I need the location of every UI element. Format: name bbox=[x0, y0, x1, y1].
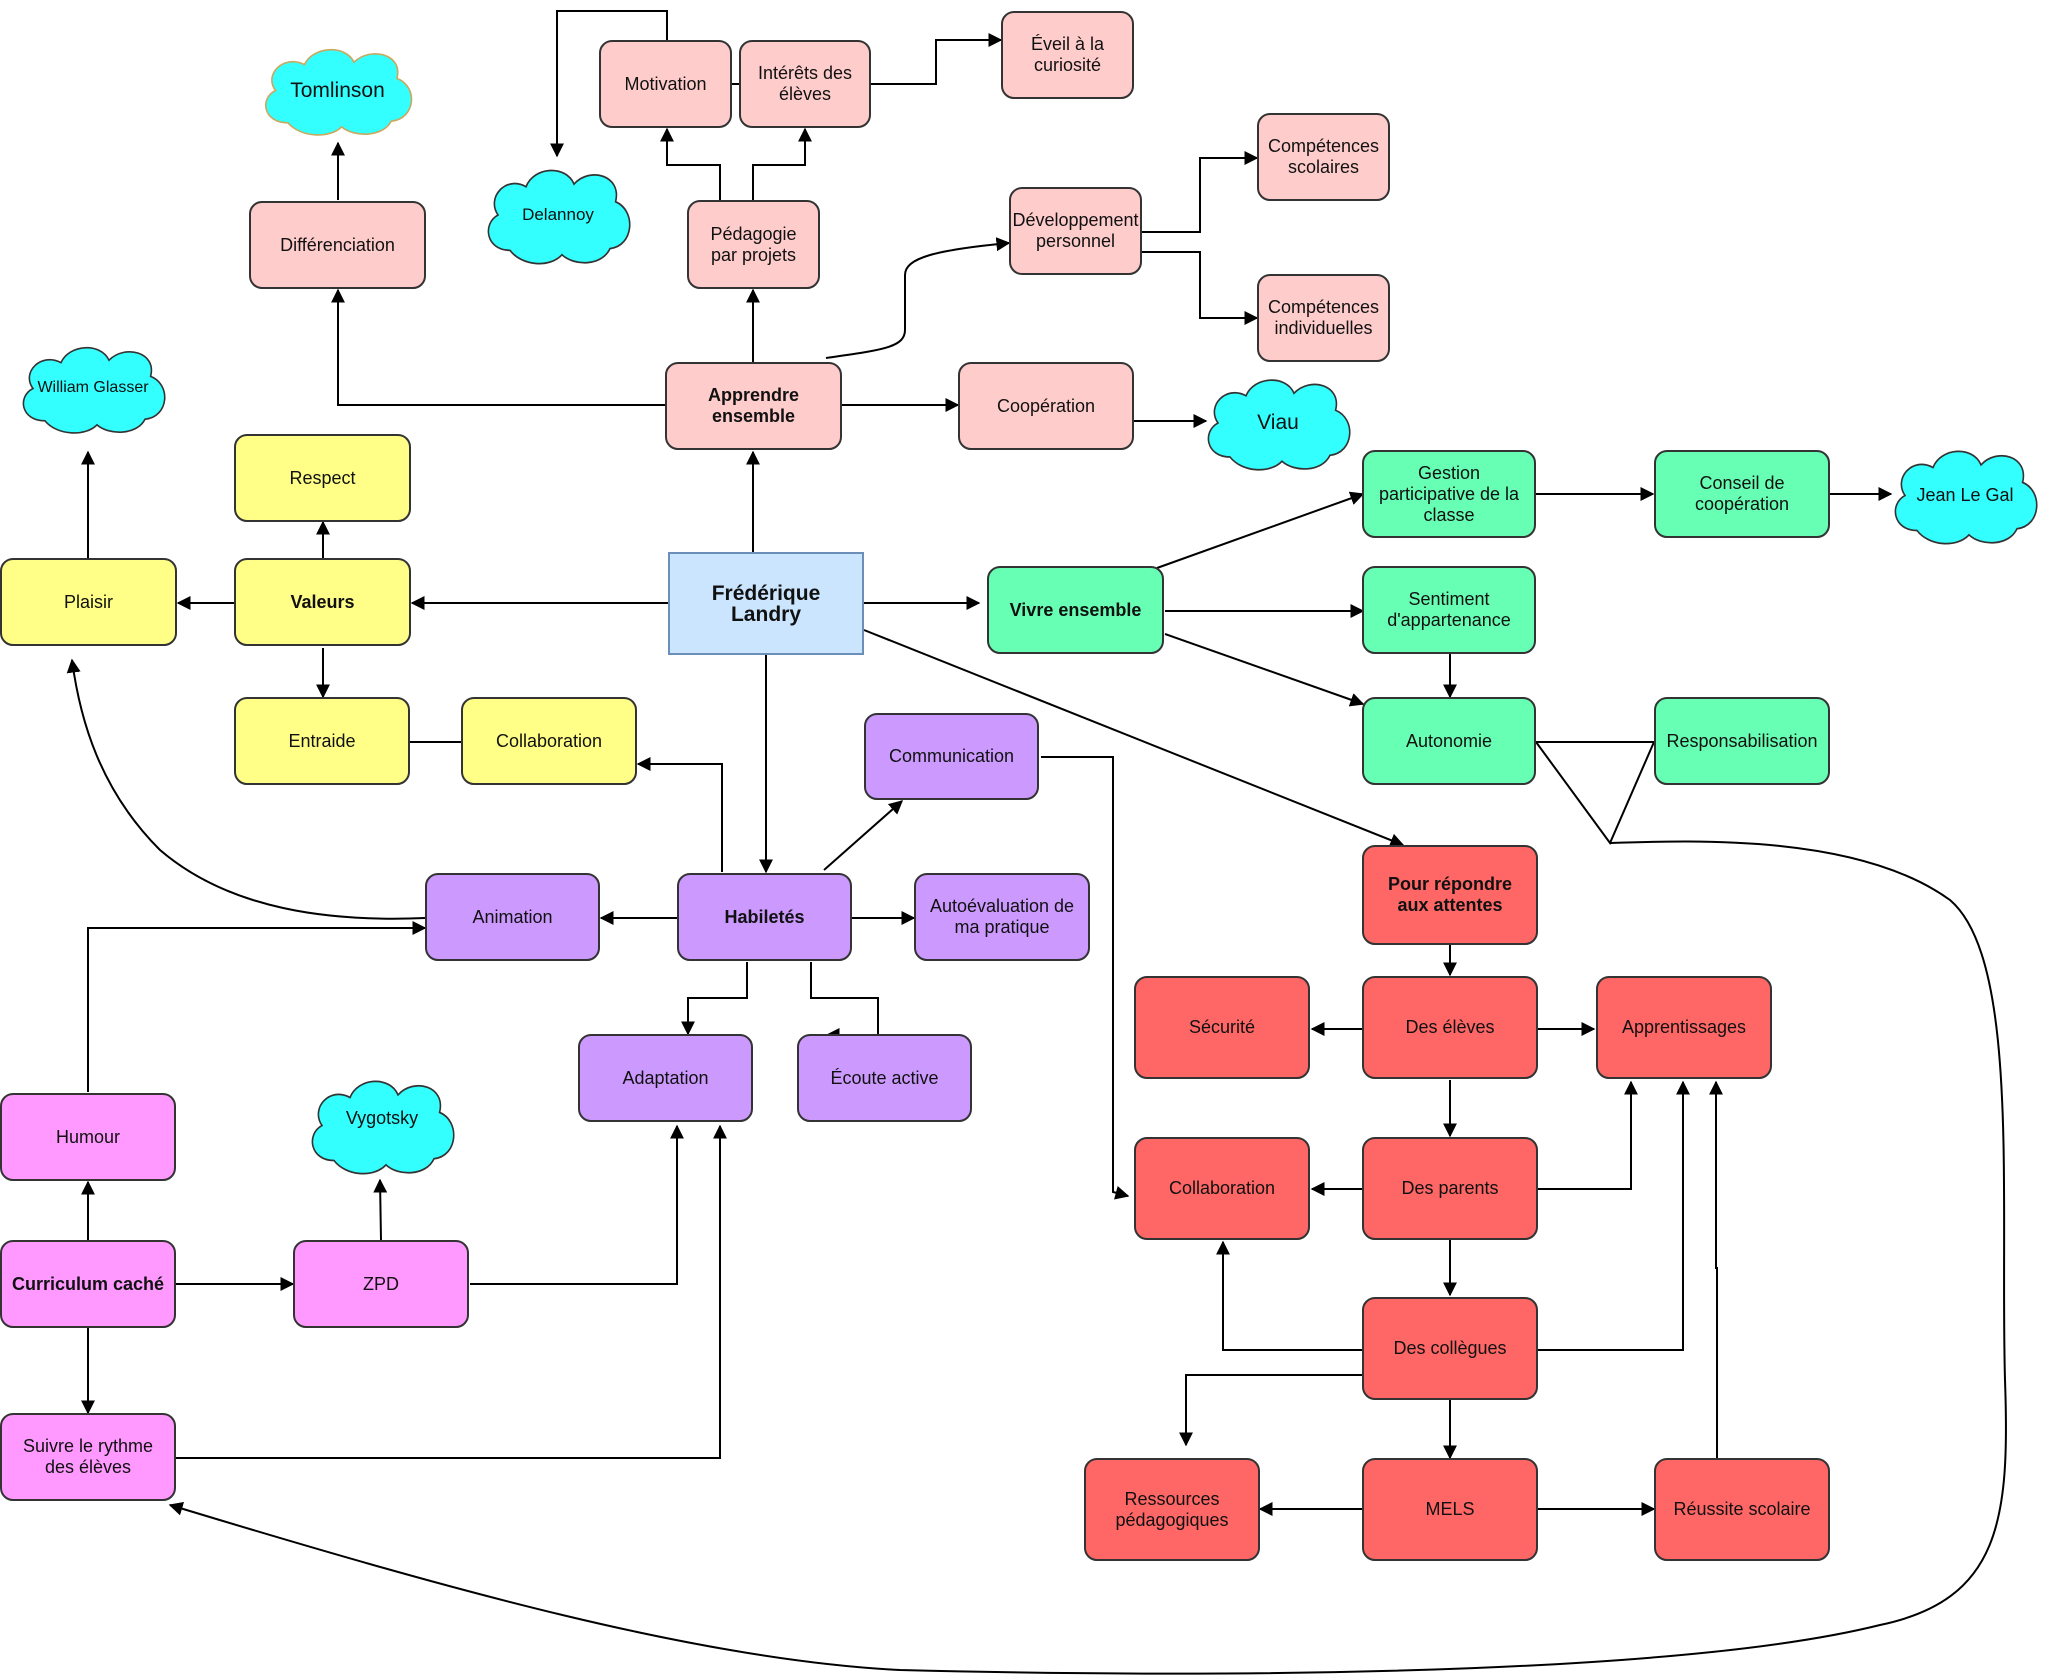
node-autonomie[interactable]: Autonomie bbox=[1362, 697, 1536, 785]
cloud-vygotsky: Vygotsky bbox=[302, 1073, 462, 1178]
node-securite[interactable]: Sécurité bbox=[1134, 976, 1310, 1079]
cloud-icon bbox=[487, 169, 631, 265]
node-suivre-rythme[interactable]: Suivre le rythme des élèves bbox=[0, 1413, 176, 1501]
edge-interets-eveil bbox=[871, 33, 1003, 85]
edge-apprendre-developpement bbox=[825, 237, 1011, 359]
node-interets-des-eleves[interactable]: Intérêts des élèves bbox=[739, 40, 871, 128]
node-ressources-pedagogiques[interactable]: Ressources pédagogiques bbox=[1084, 1458, 1260, 1561]
node-pedagogie-par-projets[interactable]: Pédagogie par projets bbox=[687, 200, 820, 289]
node-des-collegues[interactable]: Des collègues bbox=[1362, 1297, 1538, 1400]
node-respect[interactable]: Respect bbox=[234, 434, 411, 522]
node-mels[interactable]: MELS bbox=[1362, 1458, 1538, 1561]
edge-developpement-individuelles bbox=[1142, 251, 1259, 325]
edge-apprendre-differenciation bbox=[331, 288, 665, 406]
edge-suivre-adaptation bbox=[176, 1124, 727, 1459]
edge-pedagogie-interets bbox=[752, 127, 812, 200]
cloud-tomlinson: Tomlinson bbox=[255, 42, 420, 139]
cloud-jean-le-gal: Jean Le Gal bbox=[1885, 443, 2045, 548]
node-competences-individuelles[interactable]: Compétences individuelles bbox=[1257, 274, 1390, 362]
node-sentiment-appartenance[interactable]: Sentiment d'appartenance bbox=[1362, 566, 1536, 654]
node-apprendre-ensemble[interactable]: Apprendre ensemble bbox=[665, 362, 842, 450]
edge-vivre-gestion bbox=[1156, 491, 1365, 569]
node-curriculum-cache[interactable]: Curriculum caché bbox=[0, 1240, 176, 1328]
cloud-label: Delannoy bbox=[522, 205, 594, 224]
cloud-label: Jean Le Gal bbox=[1916, 485, 2014, 505]
cloud-icon bbox=[1207, 379, 1351, 471]
node-des-eleves[interactable]: Des élèves bbox=[1362, 976, 1538, 1079]
cloud-william-glasser: William Glasser bbox=[13, 340, 173, 437]
edge-long-loop bbox=[168, 840, 2007, 1675]
edge-autonomie-responsabilisation bbox=[1535, 741, 1656, 845]
node-pour-repondre[interactable]: Pour répondre aux attentes bbox=[1362, 845, 1538, 945]
cloud-viau: Viau bbox=[1198, 372, 1358, 474]
edge-collegues-apprentissages bbox=[1538, 1080, 1690, 1351]
node-apprentissages[interactable]: Apprentissages bbox=[1596, 976, 1772, 1079]
node-valeurs[interactable]: Valeurs bbox=[234, 558, 411, 646]
node-frederique-landry[interactable]: Frédérique Landry bbox=[668, 552, 864, 655]
cloud-label: Tomlinson bbox=[290, 78, 385, 102]
node-cooperation[interactable]: Coopération bbox=[958, 362, 1134, 450]
node-habiletes[interactable]: Habiletés bbox=[677, 873, 852, 961]
edge-pedagogie-motivation bbox=[660, 127, 721, 200]
cloud-icon bbox=[311, 1080, 455, 1175]
edge-habiletes-ecoute bbox=[810, 962, 879, 1042]
node-collaboration-red[interactable]: Collaboration bbox=[1134, 1137, 1310, 1240]
node-adaptation[interactable]: Adaptation bbox=[578, 1034, 753, 1122]
node-entraide[interactable]: Entraide bbox=[234, 697, 410, 785]
node-differenciation[interactable]: Différenciation bbox=[249, 201, 426, 289]
node-gestion-participative[interactable]: Gestion participative de la classe bbox=[1362, 450, 1536, 538]
edge-center-pour-repondre bbox=[863, 629, 1405, 847]
cloud-delannoy: Delannoy bbox=[478, 162, 638, 268]
edge-collegues-collaboration bbox=[1216, 1240, 1362, 1351]
cloud-label: Viau bbox=[1257, 411, 1299, 434]
node-eveil-curiosite[interactable]: Éveil à la curiosité bbox=[1001, 11, 1134, 99]
node-zpd[interactable]: ZPD bbox=[293, 1240, 469, 1328]
edge-habiletes-communication bbox=[823, 800, 904, 871]
edge-habiletes-collaboration bbox=[636, 757, 723, 872]
node-developpement-personnel[interactable]: Développement personnel bbox=[1009, 187, 1142, 275]
node-collaboration-yellow[interactable]: Collaboration bbox=[461, 697, 637, 785]
edge-vivre-autonomie bbox=[1164, 633, 1365, 707]
node-vivre-ensemble[interactable]: Vivre ensemble bbox=[987, 566, 1164, 654]
node-reussite-scolaire[interactable]: Réussite scolaire bbox=[1654, 1458, 1830, 1561]
edge-reussite-apprentissages bbox=[1709, 1080, 1723, 1461]
edge-humour-animation bbox=[87, 921, 427, 1092]
node-competences-scolaires[interactable]: Compétences scolaires bbox=[1257, 113, 1390, 201]
node-ecoute-active[interactable]: Écoute active bbox=[797, 1034, 972, 1122]
node-communication[interactable]: Communication bbox=[864, 713, 1039, 800]
node-conseil-cooperation[interactable]: Conseil de coopération bbox=[1654, 450, 1830, 538]
node-animation[interactable]: Animation bbox=[425, 873, 600, 961]
edge-zpd-adaptation bbox=[470, 1124, 684, 1285]
cloud-icon bbox=[265, 48, 413, 136]
edge-motivation-delannoy bbox=[550, 10, 668, 158]
edge-developpement-scolaires bbox=[1142, 151, 1259, 233]
node-des-parents[interactable]: Des parents bbox=[1362, 1137, 1538, 1240]
edge-animation-plaisir bbox=[66, 658, 426, 920]
node-motivation[interactable]: Motivation bbox=[599, 40, 732, 128]
cloud-label: Vygotsky bbox=[345, 1108, 419, 1128]
node-autoevaluation[interactable]: Autoévaluation de ma pratique bbox=[914, 873, 1090, 961]
cloud-label: William Glasser bbox=[37, 378, 149, 396]
cloud-icon bbox=[22, 346, 166, 434]
node-plaisir[interactable]: Plaisir bbox=[0, 558, 177, 646]
edge-habiletes-adaptation bbox=[681, 962, 748, 1036]
edge-zpd-vygotsky bbox=[373, 1178, 388, 1241]
edge-communication-collaboration bbox=[1041, 756, 1130, 1200]
edge-parents-apprentissages bbox=[1538, 1080, 1638, 1190]
cloud-icon bbox=[1894, 450, 2038, 545]
node-responsabilisation[interactable]: Responsabilisation bbox=[1654, 697, 1830, 785]
node-humour[interactable]: Humour bbox=[0, 1093, 176, 1181]
edge-collegues-ressources bbox=[1179, 1374, 1362, 1447]
